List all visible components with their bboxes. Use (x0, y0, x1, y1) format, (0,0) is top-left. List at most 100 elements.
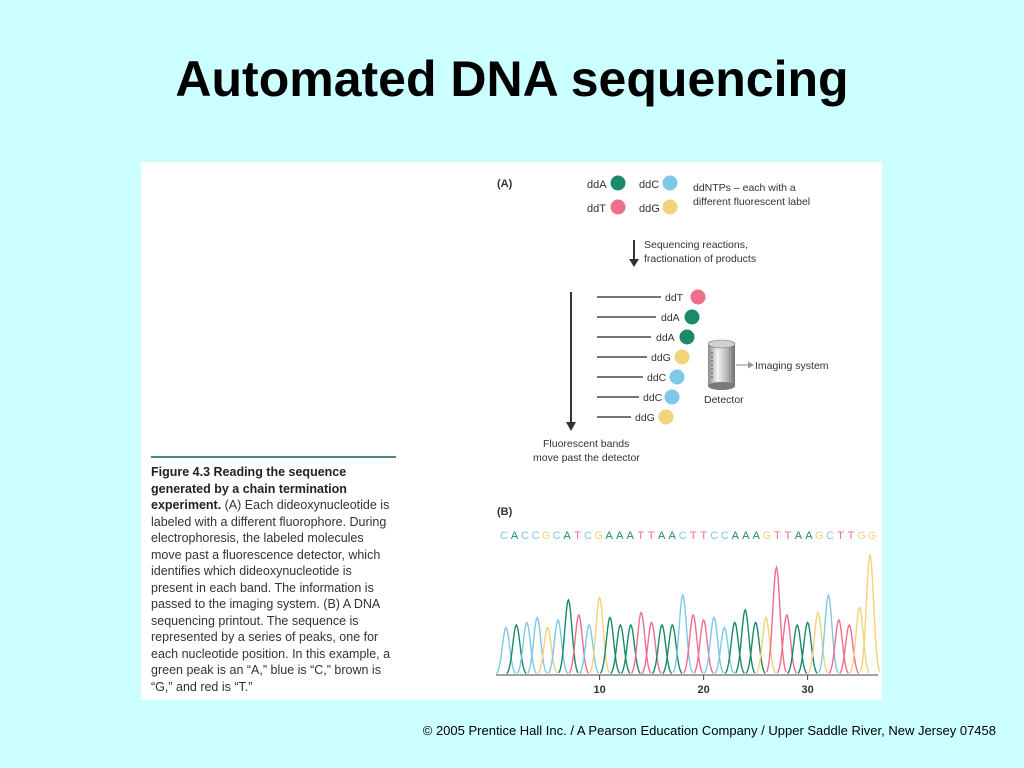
step-text-line1: Sequencing reactions, (644, 239, 748, 251)
caption-body: (A) Each dideoxynucleotide is labeled wi… (151, 498, 391, 694)
peak-t (568, 613, 589, 674)
peak-a (734, 608, 756, 674)
peak-a (599, 616, 621, 674)
legend-item-ddt: ddT (587, 199, 626, 215)
sequence-letter: T (848, 530, 855, 542)
imaging-label: Imaging system (755, 360, 829, 372)
band-row: ddT (597, 289, 706, 305)
peak-t (828, 618, 849, 674)
panel-b-label: (B) (497, 506, 513, 518)
peak-a (610, 623, 631, 675)
peak-t (766, 565, 787, 673)
sequence-letter: G (542, 530, 551, 542)
sequence-letter: C (521, 530, 529, 542)
sequence-letter: T (837, 530, 844, 542)
band-row: ddC (597, 389, 680, 405)
caption-rule (151, 456, 396, 458)
sequence-letter: C (553, 530, 561, 542)
peak-t (839, 623, 860, 675)
sequence-letter: T (785, 530, 792, 542)
sequence-letter: G (868, 530, 877, 542)
sequence-letter: T (637, 530, 644, 542)
band-dot-t (690, 289, 706, 305)
sequence-letter: C (584, 530, 592, 542)
sequence-letter: A (605, 530, 613, 542)
legend-item-ddc: ddC (639, 175, 678, 191)
axis-tick-label: 10 (593, 684, 605, 696)
detector-icon (707, 339, 736, 390)
sequence-letter: A (732, 530, 740, 542)
band-label: ddG (651, 352, 671, 364)
sequence-letter: C (500, 530, 508, 542)
peak-t (630, 611, 652, 674)
band-dot-a (684, 309, 700, 325)
figure-caption: Figure 4.3 Reading the sequence generate… (151, 456, 396, 695)
sequence-letter: A (563, 530, 571, 542)
chromatogram-peaks (495, 552, 881, 675)
band-label: ddC (647, 372, 667, 384)
peak-a (745, 621, 766, 674)
peak-a (558, 598, 579, 674)
slide-title: Automated DNA sequencing (175, 51, 849, 107)
sequence-letter: T (700, 530, 707, 542)
sequence-letter: A (669, 530, 677, 542)
sequence-letter: G (815, 530, 824, 542)
peak-c (527, 616, 548, 674)
sequence-letter: A (742, 530, 750, 542)
peak-t (641, 621, 662, 674)
sequence-letter: C (721, 530, 729, 542)
panel-a-label: (A) (497, 178, 513, 190)
sequence-letter: C (826, 530, 834, 542)
sequence-letter: C (679, 530, 687, 542)
peak-t (683, 613, 704, 674)
peak-g (589, 595, 610, 674)
sequence-letter: C (532, 530, 540, 542)
band-label: ddA (661, 312, 680, 324)
legend-item-ddg: ddG (639, 199, 678, 215)
peak-c (547, 618, 569, 674)
legend-dot-c (662, 175, 678, 191)
sequence-letter: A (753, 530, 761, 542)
peak-a (724, 621, 745, 674)
band-label: ddC (643, 392, 663, 404)
sequence-letter: A (511, 530, 519, 542)
detector-label: Detector (704, 394, 744, 406)
peak-a (797, 621, 818, 674)
peak-a (620, 623, 641, 675)
figure-drawing: (A) ddA ddC ddT ddG ddNTPs – each with a… (495, 175, 881, 696)
band-row: ddG (597, 349, 690, 365)
legend-label: ddC (639, 179, 659, 191)
peak-g (537, 626, 558, 675)
legend-label: ddG (639, 203, 660, 215)
step-text-line2: fractionation of products (644, 253, 756, 265)
sequence-letter: T (574, 530, 581, 542)
sequence-letter: A (795, 530, 803, 542)
figure-panel: (A) ddA ddC ddT ddG ddNTPs – each with a… (141, 162, 882, 700)
sequence-letter: A (616, 530, 624, 542)
peak-g (849, 605, 870, 674)
legend-item-dda: ddA (587, 175, 626, 191)
band-label: ddG (635, 412, 655, 424)
imaging-arrowhead (748, 361, 754, 369)
sequence-letter: T (690, 530, 697, 542)
band-row: ddA (597, 329, 695, 345)
peak-c (714, 626, 735, 675)
band-dot-c (664, 389, 680, 405)
axis-tick-label: 20 (697, 684, 709, 696)
axis-tick-label: 30 (801, 684, 813, 696)
sequence-letter: G (763, 530, 772, 542)
chromatogram-ticks: 10 20 30 (593, 675, 814, 696)
sequence-letter: T (648, 530, 655, 542)
sequence-letter: A (658, 530, 666, 542)
band-row: ddG (597, 409, 674, 425)
legend-dot-g (662, 199, 678, 215)
peak-a (662, 623, 683, 675)
legend-dot-a (610, 175, 626, 191)
sequence-letter: G (857, 530, 866, 542)
caption-heading: Figure 4.3 Reading the sequence generate… (151, 465, 347, 512)
peak-g (807, 611, 829, 674)
legend-label: ddT (587, 203, 606, 215)
peak-t (776, 613, 797, 674)
band-dot-a (679, 329, 695, 345)
